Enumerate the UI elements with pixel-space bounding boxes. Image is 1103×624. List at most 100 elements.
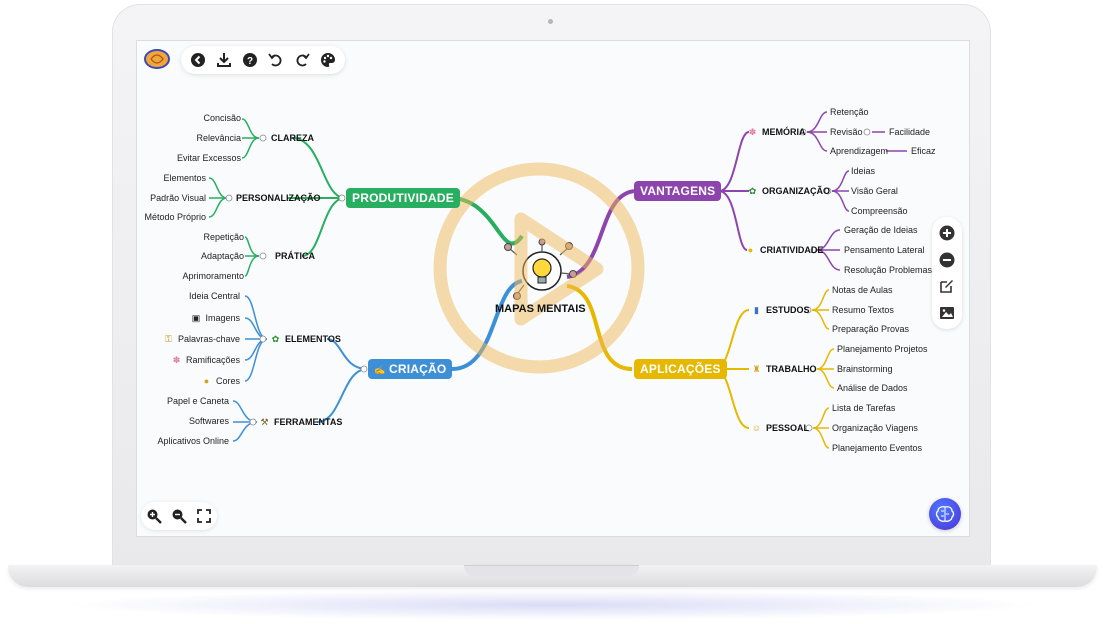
zoom-out-minus-icon[interactable] bbox=[936, 249, 958, 271]
leaf-repeticao[interactable]: Repetição bbox=[203, 232, 244, 242]
leaf-notas-de-aulas[interactable]: Notas de Aulas bbox=[832, 285, 893, 295]
leaf-eficaz[interactable]: Eficaz bbox=[911, 146, 936, 156]
central-topic[interactable]: MAPAS MENTAIS bbox=[495, 303, 586, 315]
main-topic-criacao-label: CRIAÇÃO bbox=[389, 362, 447, 376]
subtopic-pratica[interactable]: PRÁTICA bbox=[275, 251, 315, 261]
zoom-in-plus-icon[interactable] bbox=[936, 222, 958, 244]
back-icon[interactable] bbox=[187, 49, 209, 71]
tools-icon: ⚒ bbox=[260, 417, 269, 427]
leaf-planejamento-projetos[interactable]: Planejamento Projetos bbox=[837, 344, 928, 354]
leaf-lista-de-tarefas[interactable]: Lista de Tarefas bbox=[832, 403, 896, 413]
zoom-out-icon[interactable] bbox=[168, 505, 190, 527]
subtopic-trabalho[interactable]: ♜ TRABALHO bbox=[751, 364, 817, 375]
leaf-imagens-label: Imagens bbox=[205, 313, 240, 323]
redo-icon[interactable] bbox=[291, 49, 313, 71]
leaf-organizacao-viagens[interactable]: Organização Viagens bbox=[832, 423, 918, 433]
subtopic-memoria[interactable]: ✽ MEMÓRIA bbox=[747, 127, 806, 138]
leaf-ideia-central[interactable]: Ideia Central bbox=[188, 291, 240, 301]
palette-color-icon: ● bbox=[203, 376, 210, 386]
edit-icon[interactable] bbox=[936, 275, 958, 297]
subtopic-estudos-label: ESTUDOS bbox=[766, 305, 810, 315]
leaf-revisao[interactable]: Revisão bbox=[830, 127, 863, 137]
mind-map-app-screen: ? MAPAS MENTAIS PRODUTIVIDADE ✍CRIAÇÃO V… bbox=[136, 40, 970, 537]
leaf-resumo-textos[interactable]: Resumo Textos bbox=[832, 305, 894, 315]
leaf-relevancia[interactable]: Relevância bbox=[196, 133, 241, 143]
subtopic-trabalho-label: TRABALHO bbox=[766, 364, 817, 374]
subtopic-estudos[interactable]: ▮ESTUDOS bbox=[751, 305, 810, 316]
right-toolbar bbox=[932, 217, 962, 329]
hand-writing-icon: ✍ bbox=[374, 365, 386, 375]
subtopic-clareza[interactable]: CLAREZA bbox=[271, 133, 314, 143]
leaf-evitar-excessos[interactable]: Evitar Excessos bbox=[176, 153, 241, 163]
leaf-compreensao[interactable]: Compreensão bbox=[851, 206, 908, 216]
leaf-adaptacao[interactable]: Adaptação bbox=[200, 251, 244, 261]
leaf-brainstorming[interactable]: Brainstorming bbox=[837, 364, 893, 374]
webcam bbox=[548, 19, 553, 24]
subtopic-organizacao[interactable]: ✿ ORGANIZAÇÃO bbox=[747, 186, 830, 197]
bulb-icon: ● bbox=[747, 245, 754, 255]
brain-icon: ✽ bbox=[748, 127, 757, 137]
main-topic-criacao[interactable]: ✍CRIAÇÃO bbox=[368, 359, 453, 379]
leaf-ideias[interactable]: Ideias bbox=[851, 166, 876, 176]
subtopic-elementos[interactable]: ✿ELEMENTOS bbox=[270, 334, 341, 345]
brain-icon: ✽ bbox=[172, 355, 181, 365]
leaf-concisao[interactable]: Concisão bbox=[203, 113, 241, 123]
fullscreen-icon[interactable] bbox=[193, 505, 215, 527]
leaf-retencao[interactable]: Retenção bbox=[830, 107, 869, 117]
leaf-aprendizagem[interactable]: Aprendizagem bbox=[830, 146, 889, 156]
help-icon[interactable]: ? bbox=[239, 49, 261, 71]
leaf-elementos[interactable]: Elementos bbox=[163, 173, 206, 183]
leaf-papel-e-caneta[interactable]: Papel e Caneta bbox=[166, 396, 229, 406]
image-frame-icon: ▣ bbox=[191, 313, 201, 323]
brain-logo-icon[interactable] bbox=[143, 47, 171, 71]
laptop-shadow bbox=[60, 590, 1043, 620]
leaf-palavras-chave-label: Palavras-chave bbox=[177, 334, 240, 344]
svg-text:?: ? bbox=[247, 56, 253, 67]
leaf-visao-geral[interactable]: Visão Geral bbox=[851, 186, 898, 196]
leaf-cores[interactable]: ● Cores bbox=[201, 376, 240, 387]
image-icon[interactable] bbox=[936, 302, 958, 324]
trophy-icon: ♜ bbox=[752, 364, 761, 374]
leaf-analise-de-dados[interactable]: Análise de Dados bbox=[837, 383, 908, 393]
smile-icon: ☺ bbox=[751, 423, 762, 433]
subtopic-criatividade-label: CRIATIVIDADE bbox=[760, 245, 824, 255]
leaf-imagens[interactable]: ▣ Imagens bbox=[190, 313, 240, 324]
leaf-ramificacoes-label: Ramificações bbox=[185, 355, 240, 365]
leaf-pensamento-lateral[interactable]: Pensamento Lateral bbox=[844, 245, 925, 255]
laptop-notch bbox=[464, 565, 639, 576]
leaf-facilidade[interactable]: Facilidade bbox=[889, 127, 931, 137]
leaf-softwares[interactable]: Softwares bbox=[188, 416, 229, 426]
subtopic-organizacao-label: ORGANIZAÇÃO bbox=[762, 186, 830, 196]
subtopic-pessoal[interactable]: ☺ PESSOAL bbox=[751, 423, 809, 434]
zoom-in-icon[interactable] bbox=[143, 505, 165, 527]
leaf-ramificacoes[interactable]: ✽ Ramificações bbox=[171, 355, 240, 366]
subtopic-pessoal-label: PESSOAL bbox=[766, 423, 810, 433]
puzzle-icon: ✿ bbox=[271, 334, 280, 344]
subtopic-criatividade[interactable]: ● CRIATIVIDADE bbox=[745, 245, 824, 256]
subtopic-personalizacao[interactable]: PERSONALIZAÇÃO bbox=[236, 193, 321, 203]
puzzle-icon: ✿ bbox=[748, 186, 757, 196]
main-topic-produtividade[interactable]: PRODUTIVIDADE bbox=[346, 188, 460, 208]
leaf-planejamento-eventos[interactable]: Planejamento Eventos bbox=[832, 443, 923, 453]
leaf-palavras-chave[interactable]: ⚿ Palavras-chave bbox=[163, 334, 240, 345]
mind-map-connections bbox=[208, 111, 907, 449]
leaf-geracao-de-ideias[interactable]: Geração de Ideias bbox=[844, 225, 918, 235]
subtopic-ferramentas[interactable]: ⚒ FERRAMENTAS bbox=[259, 417, 342, 428]
leaf-resolucao-problemas[interactable]: Resolução Problemas bbox=[844, 265, 933, 275]
leaf-preparacao-provas[interactable]: Preparação Provas bbox=[832, 324, 910, 334]
main-topic-vantagens[interactable]: VANTAGENS bbox=[634, 181, 722, 201]
subtopic-memoria-label: MEMÓRIA bbox=[762, 127, 806, 137]
subtopic-ferramentas-label: FERRAMENTAS bbox=[274, 417, 343, 427]
leaf-aplicativos-online[interactable]: Aplicativos Online bbox=[157, 436, 229, 446]
main-topic-aplicacoes[interactable]: APLICAÇÕES bbox=[634, 359, 727, 379]
download-icon[interactable] bbox=[213, 49, 235, 71]
leaf-cores-label: Cores bbox=[215, 376, 240, 386]
leaf-metodo-proprio[interactable]: Método Próprio bbox=[144, 212, 206, 222]
ai-brain-icon[interactable] bbox=[929, 498, 961, 530]
laptop-base bbox=[8, 565, 1097, 587]
leaf-aprimoramento[interactable]: Aprimoramento bbox=[182, 271, 244, 281]
palette-icon[interactable] bbox=[317, 49, 339, 71]
key-icon: ⚿ bbox=[165, 334, 172, 344]
leaf-padrao-visual[interactable]: Padrão Visual bbox=[150, 193, 206, 203]
undo-icon[interactable] bbox=[265, 49, 287, 71]
